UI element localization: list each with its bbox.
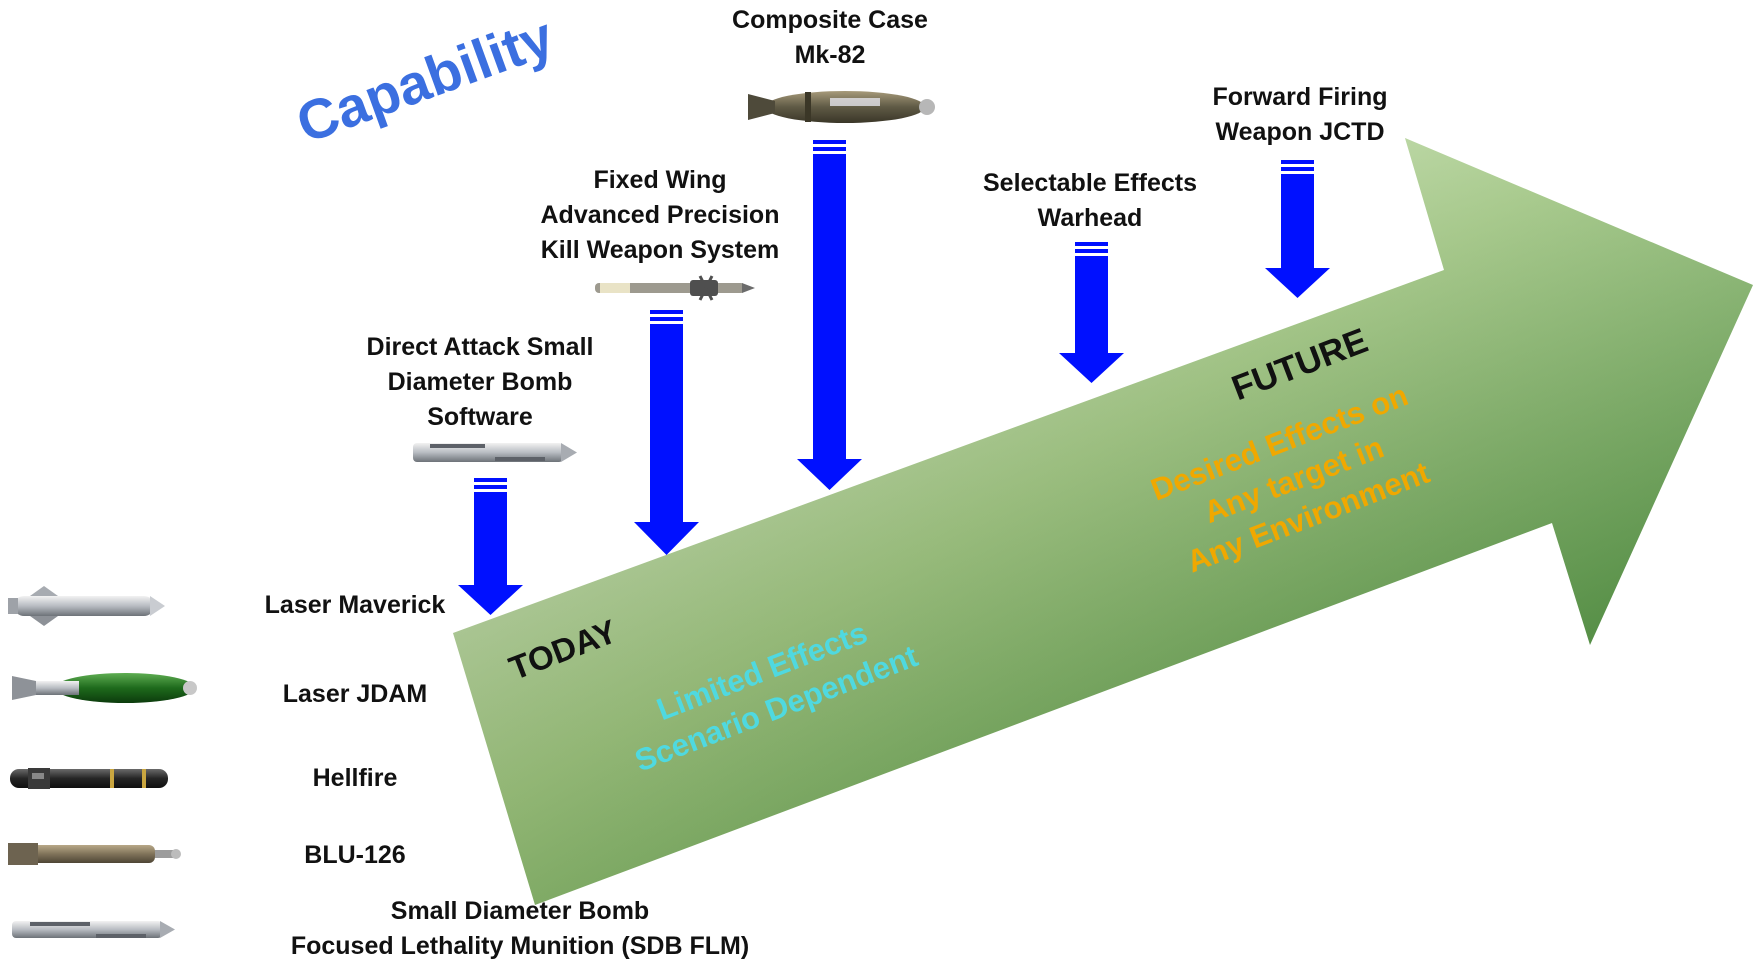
label-line: Weapon JCTD: [1215, 118, 1385, 146]
label-line: BLU-126: [304, 841, 406, 869]
weapon-label-laser-maverick: Laser Maverick: [230, 588, 480, 623]
down-arrow-apkws: [634, 310, 699, 555]
label-line: Fixed Wing: [593, 166, 727, 194]
weapon-label-laser-jdam: Laser JDAM: [230, 677, 480, 712]
label-line: Kill Weapon System: [540, 236, 780, 264]
label-line: Focused Lethality Munition (SDB FLM): [290, 932, 750, 960]
label-line: Hellfire: [312, 764, 398, 792]
laser-jdam-bomb-icon: [12, 673, 197, 703]
down-arrow-direct-attack-sdb: [458, 478, 523, 615]
label-line: Laser Maverick: [264, 591, 446, 619]
label-line: Selectable Effects: [983, 169, 1197, 197]
down-arrows: [458, 140, 1330, 615]
label-line: Composite Case: [732, 6, 928, 34]
label-line: Warhead: [1037, 204, 1143, 232]
label-line: Direct Attack Small: [366, 333, 594, 361]
label-line: Small Diameter Bomb: [390, 897, 650, 925]
label-line: Laser JDAM: [282, 680, 428, 708]
label-line: Advanced Precision: [540, 201, 780, 229]
blu-126-bomb-icon: [8, 843, 181, 865]
apkws-rocket-icon: [595, 275, 755, 301]
mk-82-bomb-icon: [748, 91, 935, 123]
laser-maverick-missile-icon: [8, 586, 165, 626]
label-line: Software: [427, 403, 533, 431]
weapon-label-hellfire: Hellfire: [230, 761, 480, 796]
label-line: Mk-82: [794, 41, 866, 69]
down-arrow-forward-firing: [1265, 160, 1330, 298]
sdb-flm-bomb-icon: [12, 921, 175, 938]
down-arrow-composite-mk82: [797, 140, 862, 490]
small-diameter-bomb-icon: [413, 443, 577, 462]
label-line: Diameter Bomb: [387, 368, 573, 396]
hellfire-missile-icon: [10, 768, 168, 789]
weapon-label-blu-126: BLU-126: [230, 838, 480, 873]
label-line: Forward Firing: [1212, 83, 1388, 111]
down-arrow-selectable-effects: [1059, 242, 1124, 383]
